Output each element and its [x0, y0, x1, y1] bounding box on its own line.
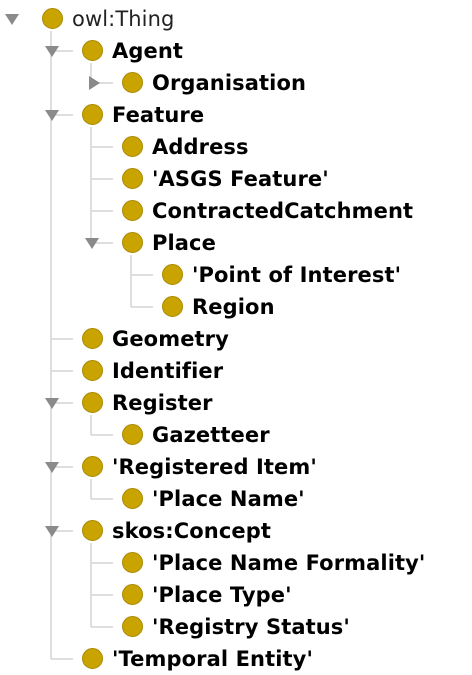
tree-node-label: 'Place Name Formality': [152, 551, 426, 575]
tree-node-agent[interactable]: Agent: [0, 35, 472, 67]
tree-node-label: Gazetteer: [152, 423, 270, 447]
tree-node-skos-concept[interactable]: skos:Concept: [0, 515, 472, 547]
class-circle-icon: [82, 392, 103, 413]
class-circle-icon: [122, 424, 143, 445]
tree-node-feature[interactable]: Feature: [0, 99, 472, 131]
class-circle-icon: [82, 456, 103, 477]
tree-node-organisation[interactable]: Organisation: [0, 67, 472, 99]
tree-node-label: 'Registry Status': [152, 615, 350, 639]
class-circle-icon: [82, 648, 103, 669]
tree-node-label: owl:Thing: [72, 7, 175, 31]
tree-node-region[interactable]: Region: [0, 291, 472, 323]
triangle-down-icon[interactable]: [45, 462, 59, 473]
class-circle-icon: [82, 104, 103, 125]
class-circle-icon: [42, 8, 63, 29]
tree-node-label: Register: [112, 391, 213, 415]
class-circle-icon: [122, 168, 143, 189]
triangle-down-icon[interactable]: [45, 526, 59, 537]
triangle-down-icon[interactable]: [45, 46, 59, 57]
tree-node-temporal-entity[interactable]: 'Temporal Entity': [0, 643, 472, 675]
tree-node-gazetteer[interactable]: Gazetteer: [0, 419, 472, 451]
tree-node-owl-thing[interactable]: owl:Thing: [0, 3, 472, 35]
tree-node-address[interactable]: Address: [0, 131, 472, 163]
tree-node-register[interactable]: Register: [0, 387, 472, 419]
tree-node-point-of-interest[interactable]: 'Point of Interest': [0, 259, 472, 291]
tree-node-registered-item[interactable]: 'Registered Item': [0, 451, 472, 483]
triangle-down-icon[interactable]: [45, 398, 59, 409]
tree-node-label: Address: [152, 135, 249, 159]
tree-node-label: 'Registered Item': [112, 455, 317, 479]
class-circle-icon: [122, 488, 143, 509]
tree-node-contractedcatchment[interactable]: ContractedCatchment: [0, 195, 472, 227]
class-circle-icon: [122, 72, 143, 93]
tree-node-label: Geometry: [112, 327, 229, 351]
tree-node-label: ContractedCatchment: [152, 199, 414, 223]
class-circle-icon: [82, 520, 103, 541]
class-circle-icon: [162, 264, 183, 285]
tree-node-place-name-formality[interactable]: 'Place Name Formality': [0, 547, 472, 579]
tree-node-identifier[interactable]: Identifier: [0, 355, 472, 387]
tree-node-place-name[interactable]: 'Place Name': [0, 483, 472, 515]
class-circle-icon: [82, 360, 103, 381]
class-circle-icon: [122, 584, 143, 605]
tree-node-label: Agent: [112, 39, 184, 63]
tree-node-label: Feature: [112, 103, 205, 127]
class-circle-icon: [122, 136, 143, 157]
class-circle-icon: [122, 552, 143, 573]
tree-node-label: Place: [152, 231, 216, 255]
tree-node-place[interactable]: Place: [0, 227, 472, 259]
tree-node-label: 'Point of Interest': [192, 263, 402, 287]
tree-node-place-type[interactable]: 'Place Type': [0, 579, 472, 611]
tree-node-label: Organisation: [152, 71, 307, 95]
triangle-down-icon[interactable]: [5, 14, 19, 25]
class-circle-icon: [122, 616, 143, 637]
tree-node-label: 'Place Name': [152, 487, 305, 511]
tree-node-label: 'Temporal Entity': [112, 647, 313, 671]
tree-node-registry-status[interactable]: 'Registry Status': [0, 611, 472, 643]
tree-node-geometry[interactable]: Geometry: [0, 323, 472, 355]
class-circle-icon: [82, 40, 103, 61]
tree-node-label: 'Place Type': [152, 583, 292, 607]
triangle-right-icon[interactable]: [89, 76, 100, 90]
tree-node-label: Region: [192, 295, 275, 319]
tree-node-label: Identifier: [112, 359, 224, 383]
triangle-down-icon[interactable]: [45, 110, 59, 121]
tree-node-asgs-feature[interactable]: 'ASGS Feature': [0, 163, 472, 195]
triangle-down-icon[interactable]: [85, 238, 99, 249]
class-circle-icon: [122, 232, 143, 253]
tree-node-label: 'ASGS Feature': [152, 167, 329, 191]
tree-node-label: skos:Concept: [112, 519, 271, 543]
class-circle-icon: [82, 328, 103, 349]
class-circle-icon: [122, 200, 143, 221]
class-circle-icon: [162, 296, 183, 317]
